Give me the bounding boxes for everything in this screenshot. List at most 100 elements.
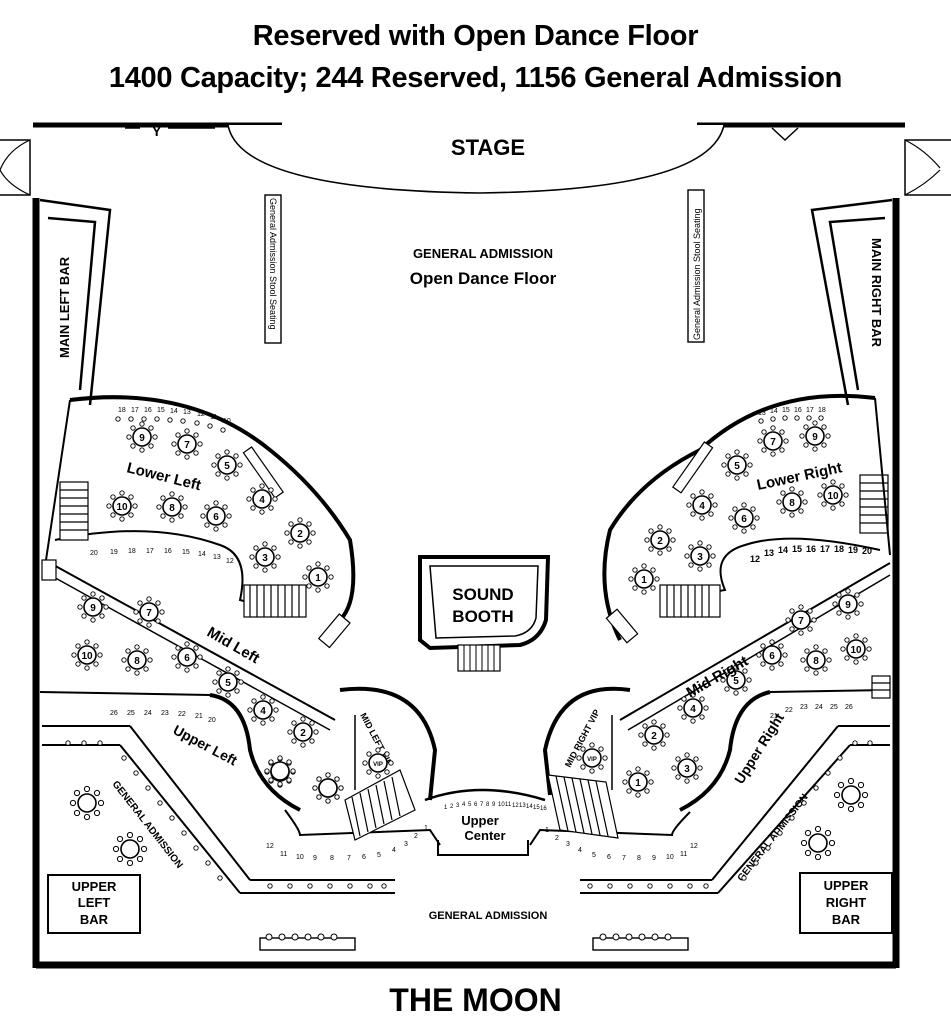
svg-text:11: 11 (680, 851, 687, 858)
lower-left-tables: 9 7 5 4 6 8 10 2 3 1 (106, 420, 335, 594)
svg-text:1: 1 (635, 778, 641, 789)
svg-text:10: 10 (498, 802, 505, 808)
svg-text:4: 4 (690, 704, 696, 715)
lower-right-row-numbers: 13 14 15 16 17 18 (758, 407, 826, 417)
main-right-bar (810, 198, 893, 406)
svg-text:17: 17 (820, 544, 830, 554)
svg-text:22: 22 (785, 707, 793, 714)
svg-text:14: 14 (526, 804, 533, 810)
svg-text:18: 18 (818, 407, 826, 414)
svg-text:8: 8 (637, 855, 641, 862)
svg-text:10: 10 (296, 854, 304, 861)
sound-booth-label-1: SOUND (452, 585, 513, 604)
rail-stools (65, 415, 873, 889)
svg-text:12: 12 (226, 558, 234, 565)
svg-text:9: 9 (313, 855, 317, 862)
svg-text:13: 13 (764, 548, 774, 558)
svg-text:BAR: BAR (832, 912, 861, 927)
svg-text:2: 2 (555, 835, 559, 842)
svg-text:2: 2 (450, 804, 454, 810)
svg-text:6: 6 (741, 514, 747, 525)
svg-text:16: 16 (794, 407, 802, 414)
svg-text:12: 12 (512, 803, 519, 809)
svg-text:12: 12 (266, 843, 274, 850)
svg-text:15: 15 (157, 407, 165, 414)
upper-center-seat-numbers: 1 2 3 4 5 6 7 8 9 10 11 12 13 14 15 16 (444, 802, 547, 812)
svg-text:9: 9 (652, 855, 656, 862)
svg-text:3: 3 (262, 553, 268, 564)
svg-text:15: 15 (182, 549, 190, 556)
svg-text:BAR: BAR (80, 912, 109, 927)
svg-text:7: 7 (347, 855, 351, 862)
svg-text:6: 6 (213, 512, 219, 523)
lower-right-tables: 7 9 5 8 10 4 6 2 3 1 (627, 419, 850, 596)
svg-text:15: 15 (533, 805, 540, 811)
upper-left-bottom-numbers: 12 11 10 9 8 7 6 5 4 3 2 1 (266, 825, 428, 862)
lower-right-rail-numbers: 12 13 14 15 16 17 18 19 20 (750, 544, 872, 564)
svg-text:5: 5 (225, 678, 231, 689)
svg-text:1: 1 (315, 573, 321, 584)
svg-text:8: 8 (134, 656, 140, 667)
upper-left-section (39, 691, 441, 881)
svg-text:5: 5 (592, 852, 596, 859)
svg-text:9: 9 (139, 433, 145, 444)
svg-text:12: 12 (750, 554, 760, 564)
svg-text:7: 7 (480, 802, 484, 808)
svg-text:7: 7 (798, 616, 804, 627)
svg-text:22: 22 (178, 711, 186, 718)
svg-text:18: 18 (834, 544, 844, 554)
svg-text:12: 12 (197, 411, 205, 418)
svg-text:12: 12 (690, 843, 698, 850)
svg-text:15: 15 (782, 407, 790, 414)
title-line-1: Reserved with Open Dance Floor (252, 20, 699, 52)
svg-text:3: 3 (697, 552, 703, 563)
mid-left-label: Mid Left (204, 624, 262, 667)
lower-left-row-numbers: 18 17 16 15 14 13 12 11 10 (118, 407, 231, 425)
svg-text:4: 4 (462, 802, 466, 808)
svg-text:3: 3 (456, 803, 460, 809)
svg-text:17: 17 (806, 407, 814, 414)
svg-text:13: 13 (183, 409, 191, 416)
title-line-2: 1400 Capacity; 244 Reserved, 1156 Genera… (108, 62, 843, 94)
svg-text:1: 1 (424, 825, 428, 832)
main-left-bar-label: MAIN LEFT BAR (57, 256, 72, 358)
svg-text:13: 13 (519, 803, 526, 809)
svg-text:9: 9 (492, 802, 496, 808)
bottom-stool-strips (259, 937, 689, 951)
lower-left-label: Lower Left (125, 459, 203, 494)
svg-text:8: 8 (330, 855, 334, 862)
svg-text:8: 8 (486, 802, 490, 808)
svg-text:16: 16 (806, 544, 816, 554)
svg-text:4: 4 (699, 501, 705, 512)
svg-text:4: 4 (260, 706, 266, 717)
svg-text:25: 25 (830, 704, 838, 711)
svg-text:2: 2 (414, 833, 418, 840)
svg-text:20: 20 (862, 546, 872, 556)
svg-text:17: 17 (146, 548, 154, 555)
upper-left-rail-numbers: 26 25 24 23 22 21 20 (110, 710, 216, 724)
svg-text:16: 16 (540, 806, 547, 812)
svg-text:6: 6 (474, 802, 478, 808)
svg-text:24: 24 (815, 704, 823, 711)
svg-text:3: 3 (684, 764, 690, 775)
svg-text:4: 4 (578, 847, 582, 854)
svg-text:18: 18 (118, 407, 126, 414)
svg-text:23: 23 (161, 710, 169, 717)
bottom-stools (265, 933, 672, 941)
svg-text:10: 10 (81, 651, 93, 662)
svg-text:Y: Y (152, 123, 162, 139)
svg-text:5: 5 (733, 676, 739, 687)
svg-text:14: 14 (778, 545, 788, 555)
svg-text:21: 21 (770, 713, 778, 720)
svg-text:19: 19 (848, 545, 858, 555)
svg-text:7: 7 (146, 608, 152, 619)
svg-text:11: 11 (210, 414, 217, 421)
svg-text:23: 23 (800, 704, 808, 711)
svg-text:14: 14 (770, 408, 778, 415)
mid-right-vip-table: VIP (587, 757, 597, 763)
svg-text:10: 10 (116, 502, 128, 513)
lower-left-rail-numbers: 20 19 18 17 16 15 14 13 12 (90, 548, 234, 565)
stool-seating-left: General Admission Stool Seating (268, 198, 278, 330)
svg-text:UPPER: UPPER (72, 879, 117, 894)
